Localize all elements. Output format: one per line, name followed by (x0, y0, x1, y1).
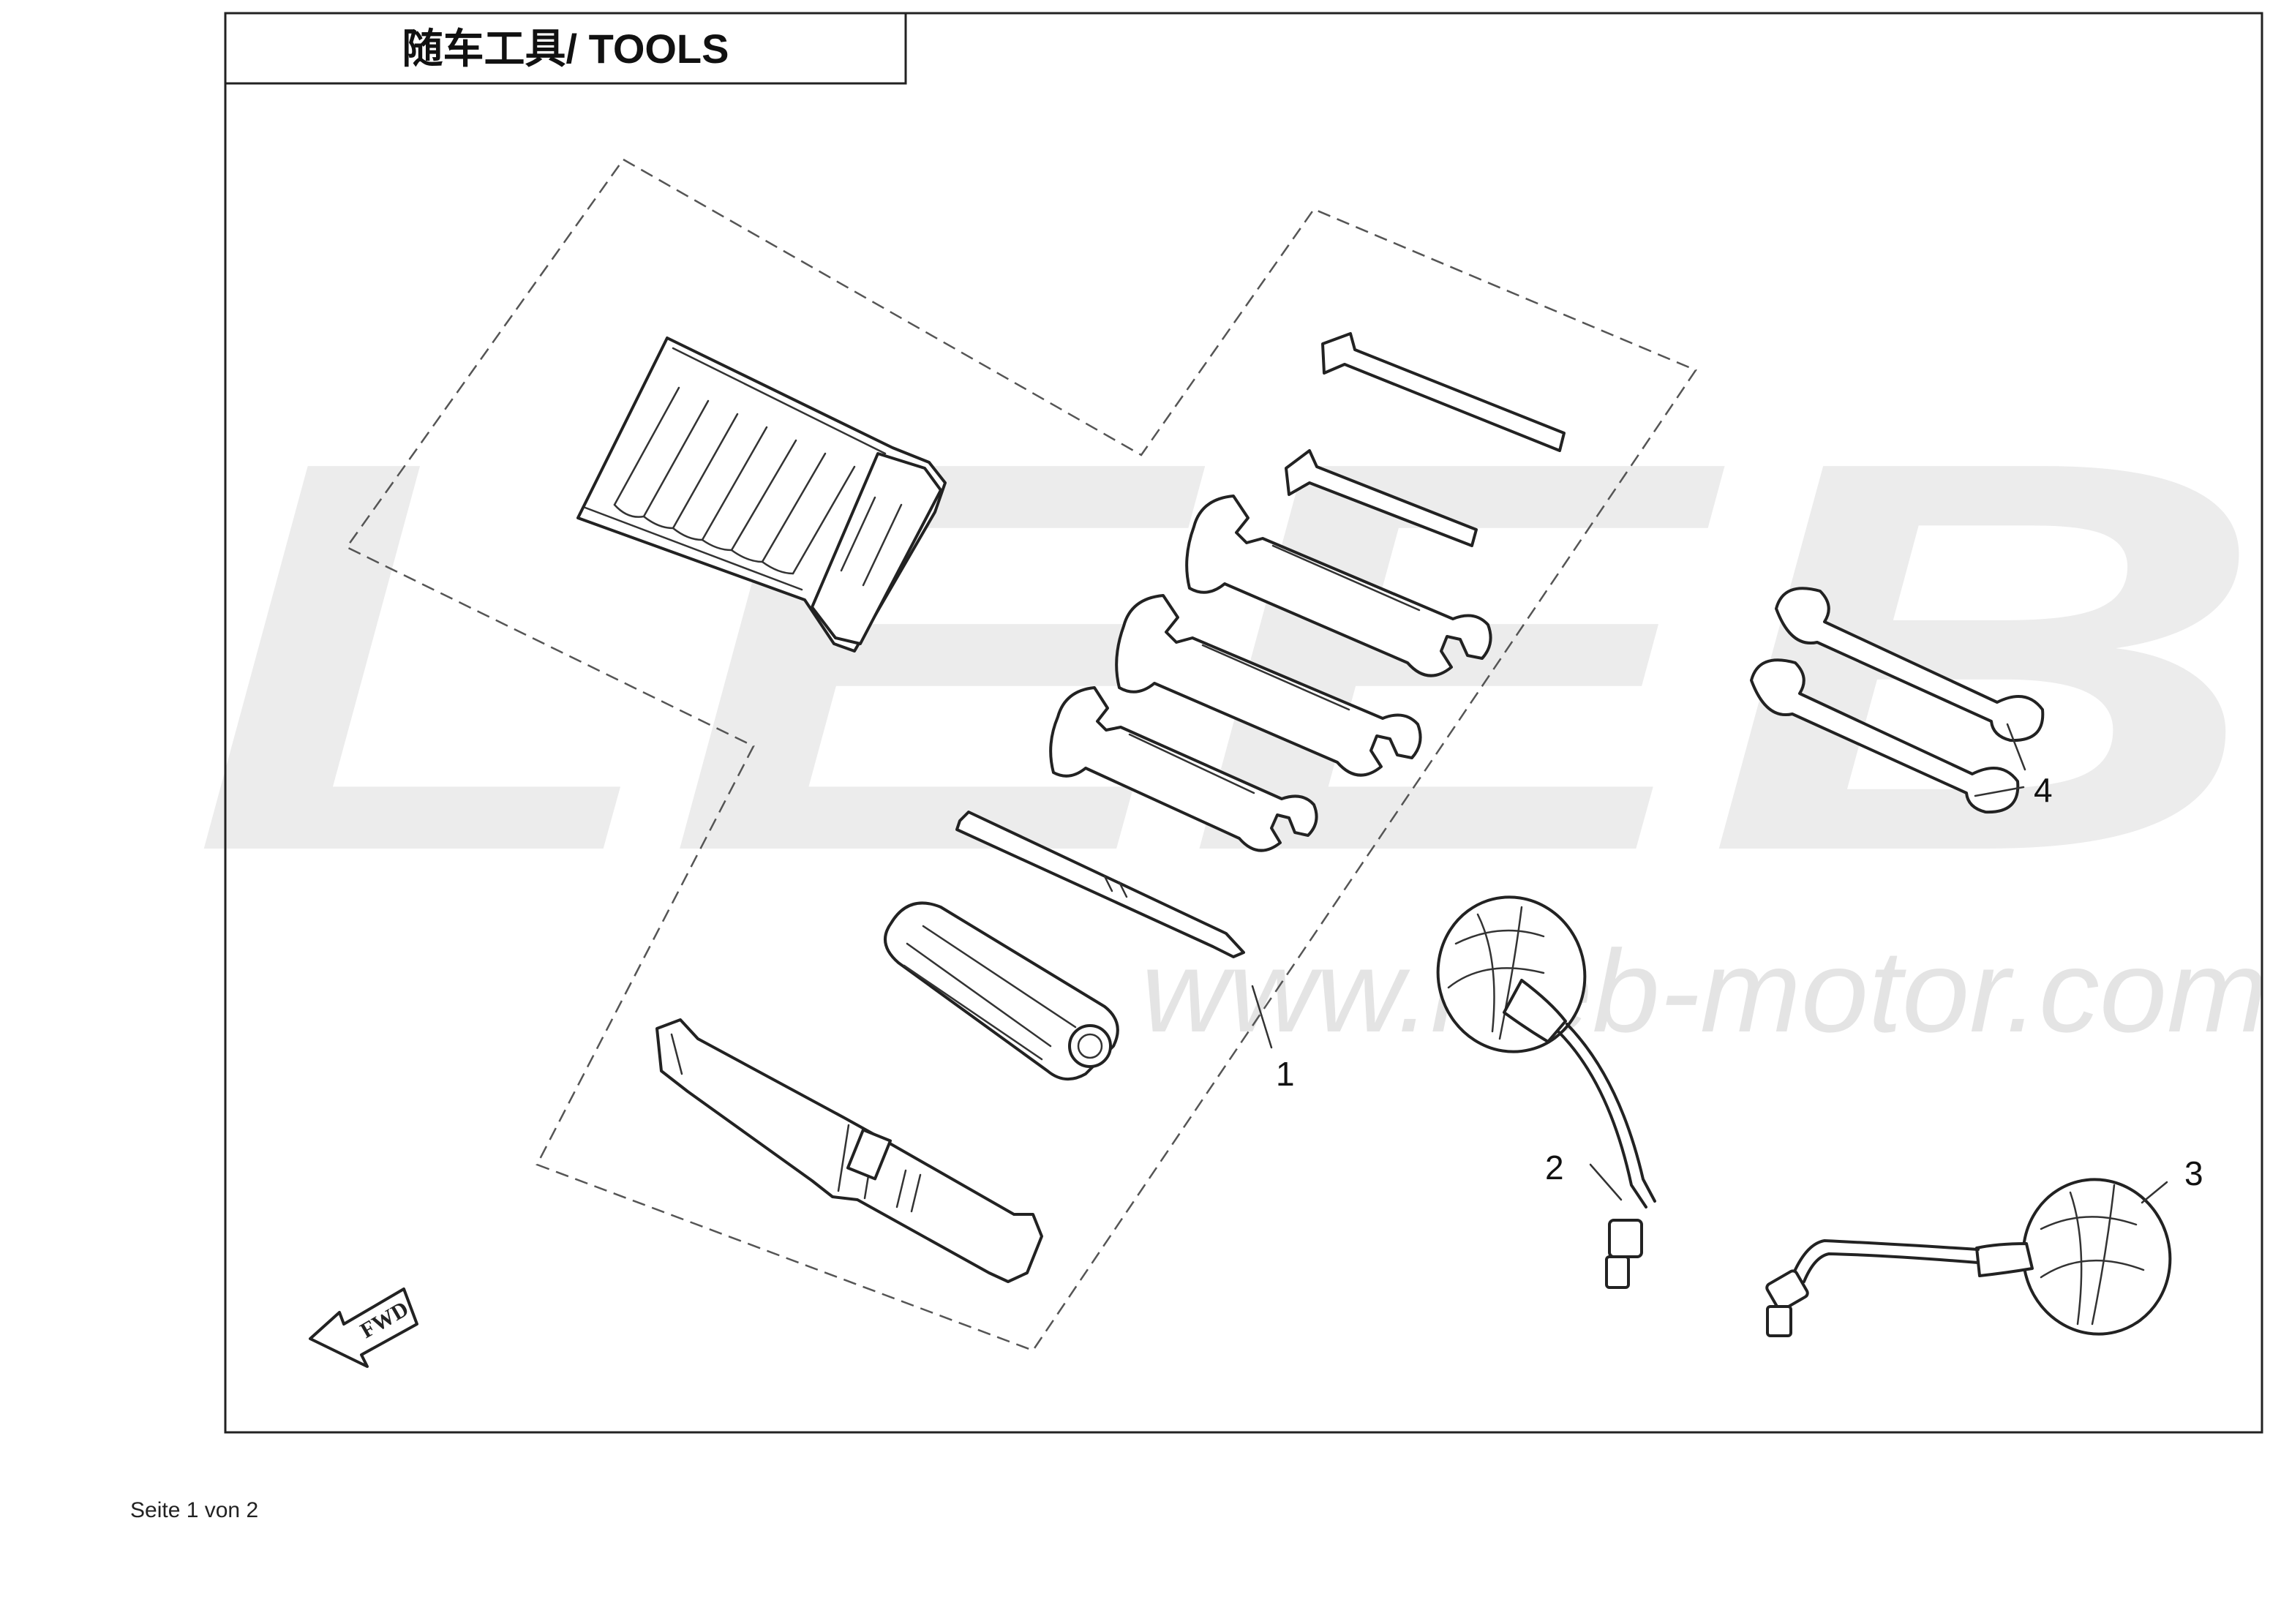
fwd-direction-marker: FWD (309, 1287, 418, 1368)
watermark-url: www.leeb-motor.com (1141, 925, 2268, 1056)
screwdriver-handle (884, 901, 1119, 1080)
page-title: 随车工具/ TOOLS (402, 26, 729, 72)
open-end-wrenches (1049, 495, 1492, 852)
callout-1: 1 (1276, 1055, 1295, 1093)
page-number: Seite 1 von 2 (130, 1498, 259, 1522)
left-mirror (1436, 895, 1656, 1289)
callout-3: 3 (2184, 1154, 2203, 1192)
screwdriver-bit (955, 811, 1245, 958)
diagram-frame (224, 12, 2263, 1434)
leader-lines (1251, 723, 2168, 1204)
callout-4: 4 (2034, 771, 2053, 809)
right-mirror (1765, 1178, 2172, 1337)
callouts: 1 2 3 4 (1276, 771, 2203, 1192)
hex-keys (1285, 332, 1566, 547)
fuses (1750, 587, 2045, 814)
watermark: LEEB www.leeb-motor.com (190, 346, 2268, 1056)
callout-2: 2 (1545, 1149, 1564, 1187)
tool-roll-pouch (576, 337, 947, 653)
spark-plug-socket-wrench (655, 1018, 1043, 1283)
title-box: 随车工具/ TOOLS (225, 13, 907, 85)
tool-kit-group-outline (345, 158, 1697, 1352)
